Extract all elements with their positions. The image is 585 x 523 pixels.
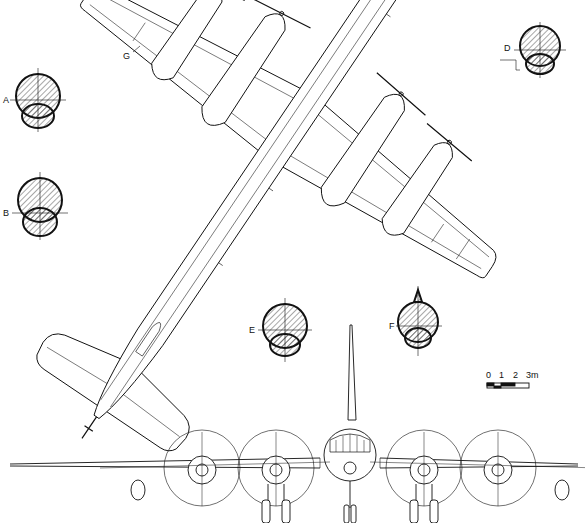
section-letter: F	[388, 322, 396, 331]
scale-bar	[487, 383, 529, 388]
section-letter: G	[122, 52, 131, 61]
cross-sections	[10, 22, 566, 362]
section-letter: D	[503, 44, 512, 53]
front-view	[10, 325, 585, 523]
section-letter: E	[248, 326, 256, 335]
scale-unit: 3m	[525, 371, 540, 380]
scale-number: 0	[485, 371, 492, 380]
scale-number: 1	[498, 371, 505, 380]
section-letter: B	[2, 209, 10, 218]
scale-number: 2	[512, 371, 519, 380]
section-letter: A	[2, 96, 10, 105]
